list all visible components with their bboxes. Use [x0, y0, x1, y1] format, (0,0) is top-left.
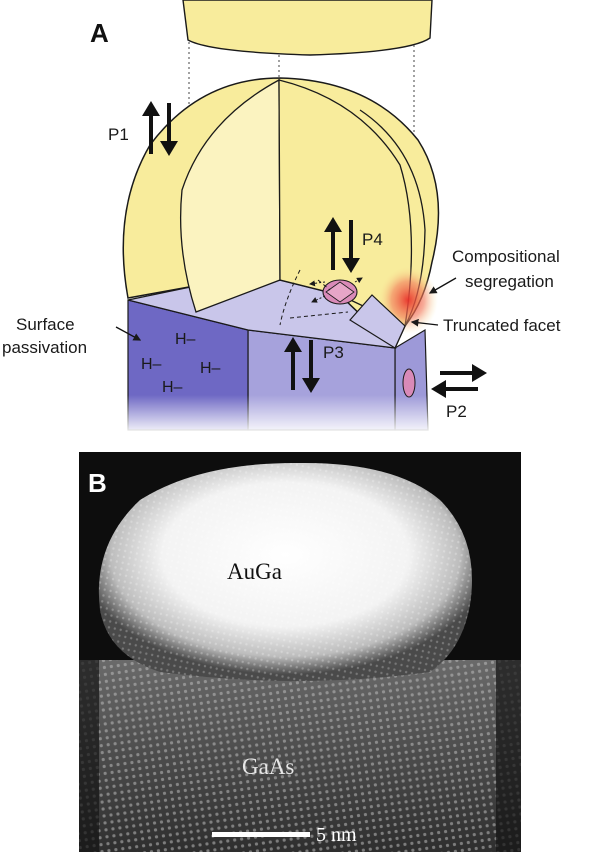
- p2-arrows: [431, 364, 487, 398]
- droplet-cut-face: [179, 78, 281, 313]
- panel-a: A P1 P4 P3 P2 Compositional segregation …: [2, 0, 561, 435]
- p4-arrows: [324, 217, 360, 273]
- truncated-facet: [349, 294, 406, 349]
- label-p2: P2: [446, 402, 467, 421]
- gaas-lattice: [79, 660, 521, 852]
- h-bond-4: H–: [162, 379, 183, 396]
- label-segregation: segregation: [465, 272, 554, 291]
- h-bond-3: H–: [200, 360, 221, 377]
- auga-lattice: [98, 462, 472, 681]
- scale-bar: [212, 832, 310, 837]
- p3-arrows: [284, 337, 320, 393]
- scale-bar-label: 5 nm: [316, 824, 357, 846]
- label-passivation: passivation: [2, 338, 87, 357]
- nucleus-arrows: [309, 277, 363, 303]
- nanowire-fade: [120, 395, 440, 435]
- label-gaas: GaAs: [242, 754, 294, 779]
- gaas-edge-right: [496, 660, 521, 852]
- panel-b: B AuGa GaAs 5 nm: [79, 452, 521, 852]
- projection-lines: [188, 42, 415, 140]
- label-p1: P1: [108, 125, 129, 144]
- sidewall-nucleus: [402, 368, 416, 398]
- h-bond-1: H–: [175, 331, 196, 348]
- gaas-edge-left: [79, 660, 99, 852]
- label-truncated-facet: Truncated facet: [443, 316, 561, 335]
- dashed-guides: [279, 269, 349, 326]
- label-auga: AuGa: [227, 559, 282, 584]
- panel-b-letter: B: [88, 468, 107, 498]
- p1-arrows: [142, 101, 178, 156]
- label-p3: P3: [323, 343, 344, 362]
- panel-a-letter: A: [90, 18, 109, 48]
- tip-cap: [182, 0, 433, 56]
- nucleus: [322, 279, 358, 305]
- label-surface: Surface: [16, 315, 75, 334]
- h-bond-2: H–: [141, 356, 162, 373]
- label-compositional: Compositional: [452, 247, 560, 266]
- label-p4: P4: [362, 230, 383, 249]
- pointer-arrows: [115, 277, 457, 341]
